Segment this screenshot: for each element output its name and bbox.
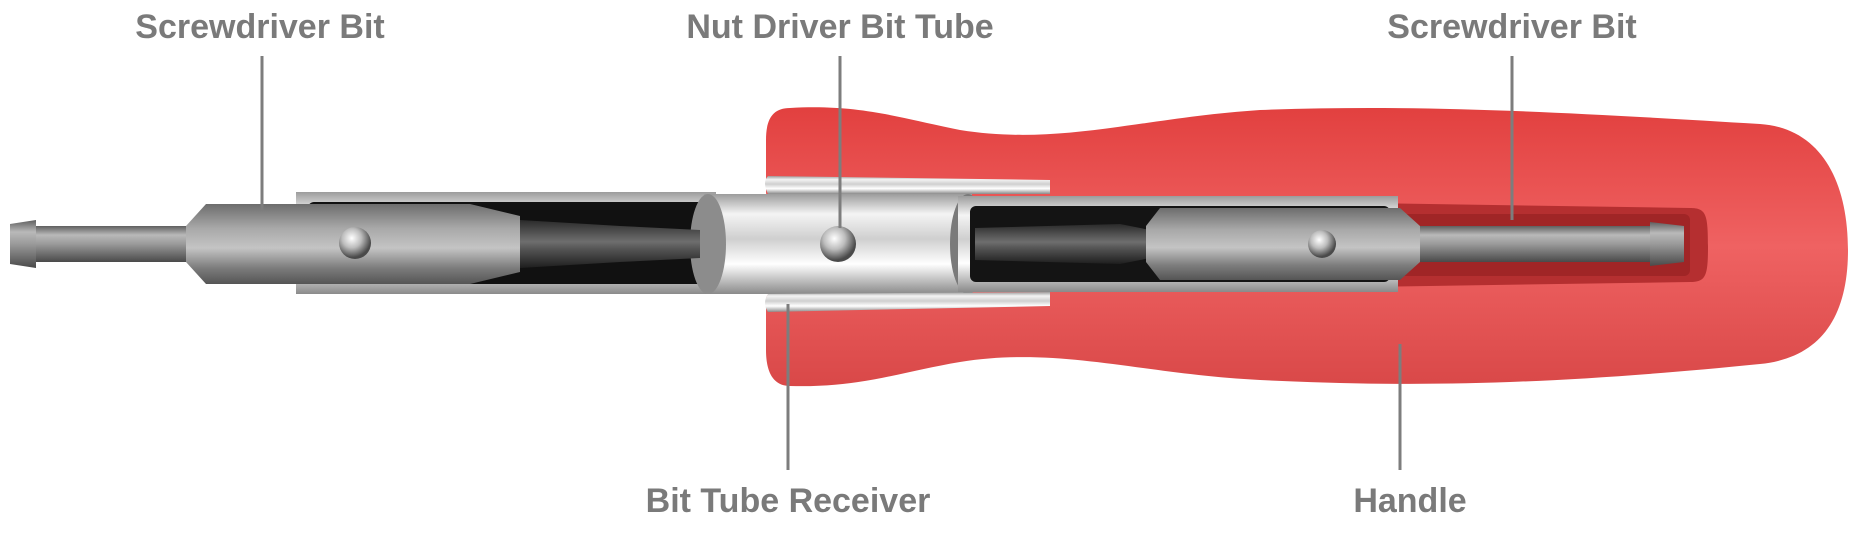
label-screwdriver-bit-right: Screwdriver Bit <box>1387 8 1637 46</box>
right-bit-hex <box>1146 208 1420 280</box>
right-bit-ball <box>1308 230 1336 258</box>
left-bit-shank <box>36 226 186 262</box>
right-bit-shank <box>1420 226 1650 262</box>
center-tube-ball <box>820 226 856 262</box>
label-nut-driver-bit-tube: Nut Driver Bit Tube <box>686 8 994 46</box>
left-bit-tip <box>10 220 36 268</box>
left-bit-back <box>520 220 700 268</box>
label-screwdriver-bit-left: Screwdriver Bit <box>135 8 385 46</box>
right-bit-back <box>975 224 1160 264</box>
label-bit-tube-receiver: Bit Tube Receiver <box>645 482 931 520</box>
label-handle: Handle <box>1353 482 1467 520</box>
receiver-clip-top <box>765 176 1050 194</box>
left-bit-ball <box>339 227 371 259</box>
receiver-clip-bottom <box>765 292 1050 312</box>
nut-driver-tube-end-left <box>690 194 726 294</box>
right-bit-tip <box>1650 222 1684 266</box>
